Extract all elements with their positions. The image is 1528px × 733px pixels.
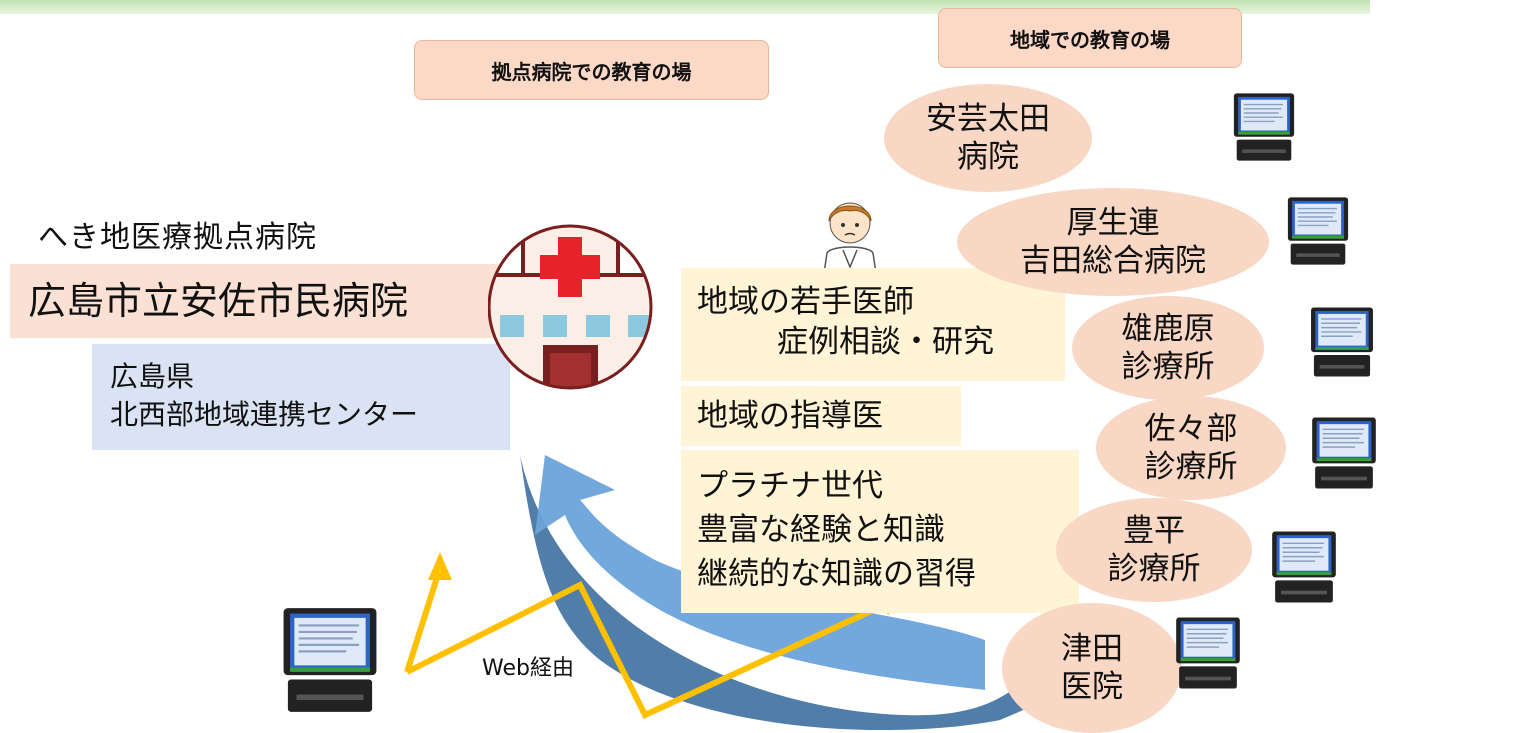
clinic-tsuda: 津田 医院 xyxy=(1002,603,1182,733)
regional-education-label: 地域での教育の場 xyxy=(938,8,1242,68)
clinic-ogahara: 雄鹿原 診療所 xyxy=(1072,296,1264,400)
blue-arrow-light xyxy=(535,455,985,690)
computer-terminal-icon xyxy=(1271,530,1337,604)
clinic-line-1: 津田 xyxy=(1061,631,1123,667)
young-line-1: 地域の若手医師 xyxy=(697,284,914,320)
platinum-line-1: プラチナ世代 xyxy=(697,468,883,504)
instructor-text: 地域の指導医 xyxy=(697,398,883,434)
young-line-2: 症例相談・研究 xyxy=(777,324,994,360)
yellow-arrowhead-up xyxy=(428,552,452,580)
young-doctors-box: 地域の若手医師 症例相談・研究 xyxy=(681,268,1065,381)
instructor-box: 地域の指導医 xyxy=(681,386,961,446)
hospital-building-icon xyxy=(488,224,653,390)
clinic-line-2: 診療所 xyxy=(1144,449,1238,485)
clinic-yoshida: 厚生連 吉田総合病院 xyxy=(957,188,1269,296)
clinic-line-1: 安芸太田 xyxy=(926,101,1050,137)
clinic-line-1: 雄鹿原 xyxy=(1121,311,1215,347)
clinic-line-1: 厚生連 xyxy=(1066,205,1160,241)
clinic-line-2: 診療所 xyxy=(1121,349,1215,385)
center-line-2: 北西部地域連携センター xyxy=(110,398,419,431)
hub-category: へき地医療拠点病院 xyxy=(38,220,317,255)
clinic-line-2: 病院 xyxy=(957,139,1019,175)
clinic-sasabe: 佐々部 診療所 xyxy=(1096,396,1286,500)
clinic-toyohira: 豊平 診療所 xyxy=(1056,498,1252,602)
clinic-line-1: 佐々部 xyxy=(1144,411,1238,447)
platinum-box: プラチナ世代 豊富な経験と知識 継続的な知識の習得 xyxy=(681,450,1079,613)
yellow-arrow-left xyxy=(405,580,897,719)
clinic-line-2: 医院 xyxy=(1061,669,1123,705)
hospital-name: 広島市立安佐市民病院 xyxy=(28,279,409,323)
web-label: Web経由 xyxy=(482,656,574,681)
center-line-1: 広島県 xyxy=(110,360,195,393)
computer-terminal-icon xyxy=(1287,196,1349,266)
hub-education-label: 拠点病院での教育の場 xyxy=(414,40,769,100)
clinic-aki-ota: 安芸太田 病院 xyxy=(884,84,1092,192)
regional-center-box: 広島県 北西部地域連携センター xyxy=(92,344,510,450)
computer-terminal-icon xyxy=(1233,92,1295,162)
clinic-line-1: 豊平 xyxy=(1123,513,1185,549)
hospital-name-box: 広島市立安佐市民病院 xyxy=(10,264,500,338)
clinic-line-2: 吉田総合病院 xyxy=(1020,243,1206,279)
computer-terminal-icon xyxy=(1310,306,1374,378)
hub-education-text: 拠点病院での教育の場 xyxy=(491,59,692,84)
computer-terminal-icon xyxy=(282,606,378,714)
yellow-arrow-left-up xyxy=(404,567,443,673)
blue-arrow-dark xyxy=(520,455,1035,731)
platinum-line-3: 継続的な知識の習得 xyxy=(697,556,976,592)
regional-education-text: 地域での教育の場 xyxy=(1010,27,1170,52)
clinic-line-2: 診療所 xyxy=(1107,551,1201,587)
computer-terminal-icon xyxy=(1175,616,1241,690)
computer-terminal-icon xyxy=(1311,416,1377,490)
platinum-line-2: 豊富な経験と知識 xyxy=(697,512,945,548)
